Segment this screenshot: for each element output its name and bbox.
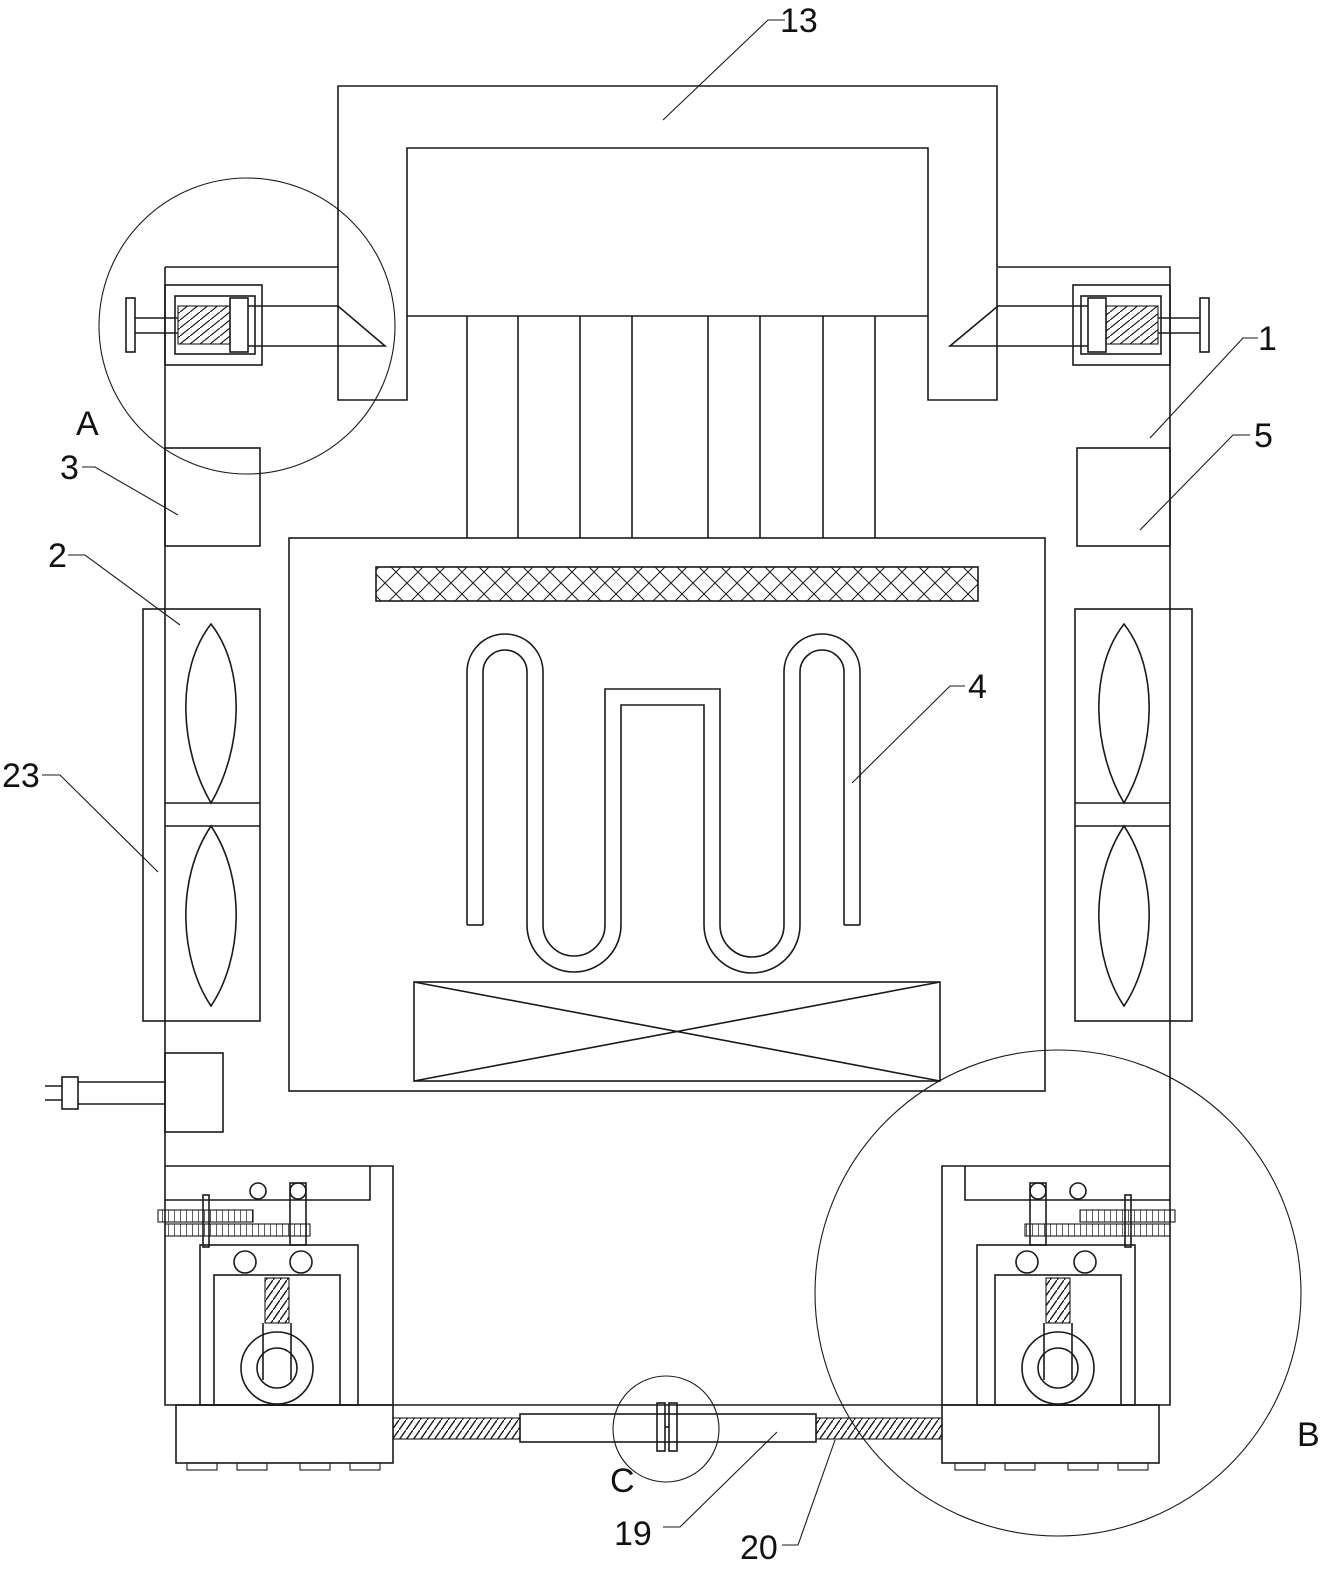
power-box <box>45 1052 224 1133</box>
left-wheel-mechanism <box>157 1165 394 1471</box>
label-c: C <box>610 1462 635 1500</box>
label-5: 5 <box>1254 417 1273 455</box>
right-latch <box>947 284 1210 366</box>
vent-duct-slats <box>466 316 876 538</box>
label-2: 2 <box>48 537 67 575</box>
leader-lines <box>42 19 1258 1546</box>
left-fan-assembly <box>142 608 261 1022</box>
left-latch <box>125 284 388 366</box>
main-housing <box>164 266 1171 1406</box>
label-1: 1 <box>1258 320 1277 358</box>
handle-frame <box>337 85 998 401</box>
right-wheel-mechanism <box>941 1165 1176 1471</box>
label-3: 3 <box>60 449 79 487</box>
right-control-box <box>1076 447 1171 547</box>
label-4: 4 <box>968 668 987 706</box>
label-b: B <box>1297 1416 1320 1454</box>
heating-chamber <box>288 537 1046 1092</box>
label-20: 20 <box>740 1529 778 1567</box>
left-control-box <box>164 447 261 547</box>
detail-circle-c <box>612 1375 720 1483</box>
bottom-screw-rod <box>392 1402 943 1452</box>
detail-circle-b <box>814 1049 1302 1537</box>
label-13: 13 <box>780 2 818 40</box>
label-19: 19 <box>614 1515 652 1553</box>
right-fan-assembly <box>1074 608 1193 1022</box>
detail-circle-a <box>98 177 396 475</box>
label-a: A <box>76 405 99 443</box>
label-23: 23 <box>2 757 40 795</box>
